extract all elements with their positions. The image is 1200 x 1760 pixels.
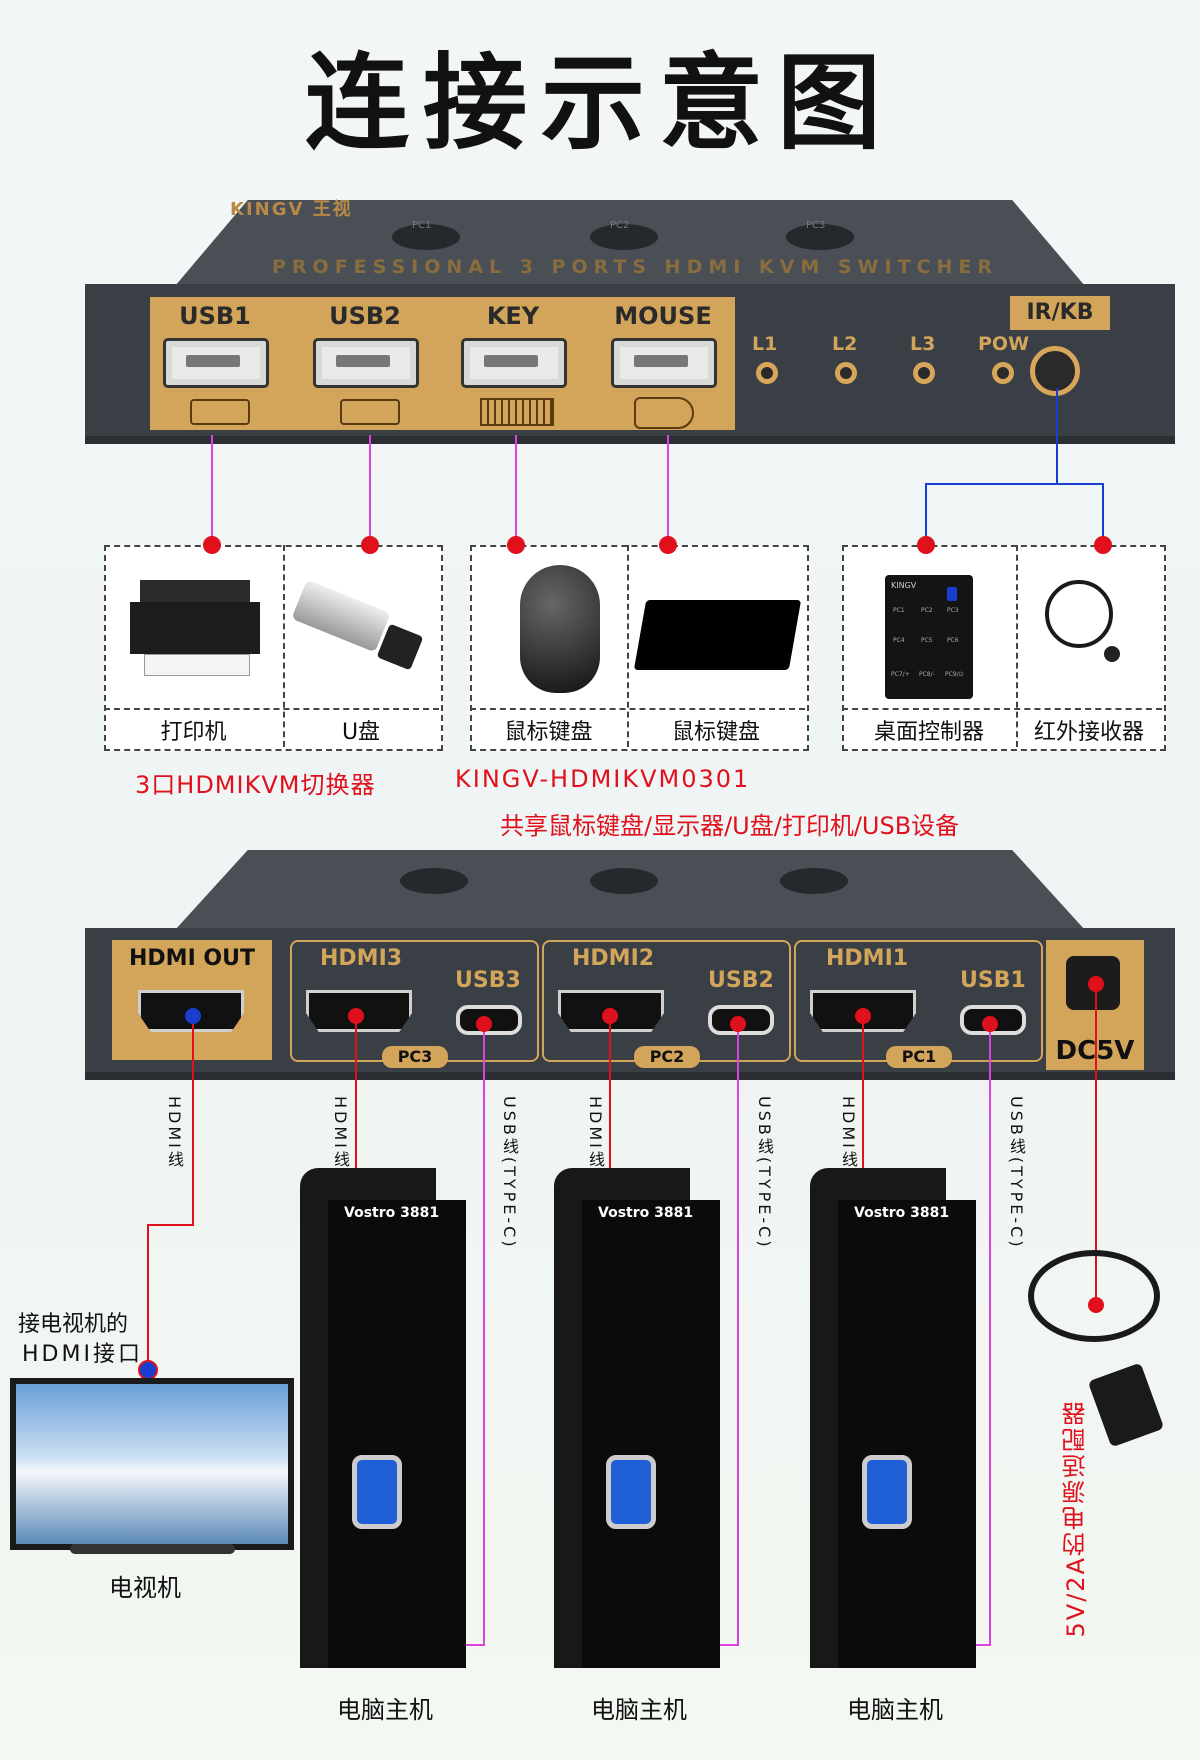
vga-port-icon [606,1455,656,1529]
power-adapter-label: 5V/2A的电源适配器 [1058,1400,1093,1637]
cable-label-hdmi-out: HDMI线 [162,1096,186,1170]
pc-model-1: Vostro 3881 [344,1205,439,1221]
vga-port-icon [352,1455,402,1529]
cable-label-usb1: USB线(TYPE-C) [1004,1096,1028,1250]
pc-panel-3 [838,1200,976,1668]
pc-label-2: 电脑主机 [554,1690,724,1725]
tv-stand [70,1544,235,1554]
pc-label-3: 电脑主机 [810,1690,980,1725]
pc-model-3: Vostro 3881 [854,1205,949,1221]
pc-panel-1 [328,1200,466,1668]
vga-port-icon [862,1455,912,1529]
pc-label-1: 电脑主机 [300,1690,470,1725]
tv-note-line1: 接电视机的 [18,1306,128,1338]
cable-label-usb3: USB线(TYPE-C) [497,1096,521,1250]
pc-panel-2 [582,1200,720,1668]
tv-screen [10,1378,294,1550]
tv-note-line2: HDMI接口 [22,1336,143,1368]
tv-label: 电视机 [0,1568,290,1603]
cable-label-usb2: USB线(TYPE-C) [752,1096,776,1250]
power-cable-icon [1028,1250,1160,1342]
cable-label-hdmi3: HDMI线 [328,1096,352,1170]
cable-label-hdmi2: HDMI线 [583,1096,607,1170]
cable-label-hdmi1: HDMI线 [836,1096,860,1170]
pc-model-2: Vostro 3881 [598,1205,693,1221]
